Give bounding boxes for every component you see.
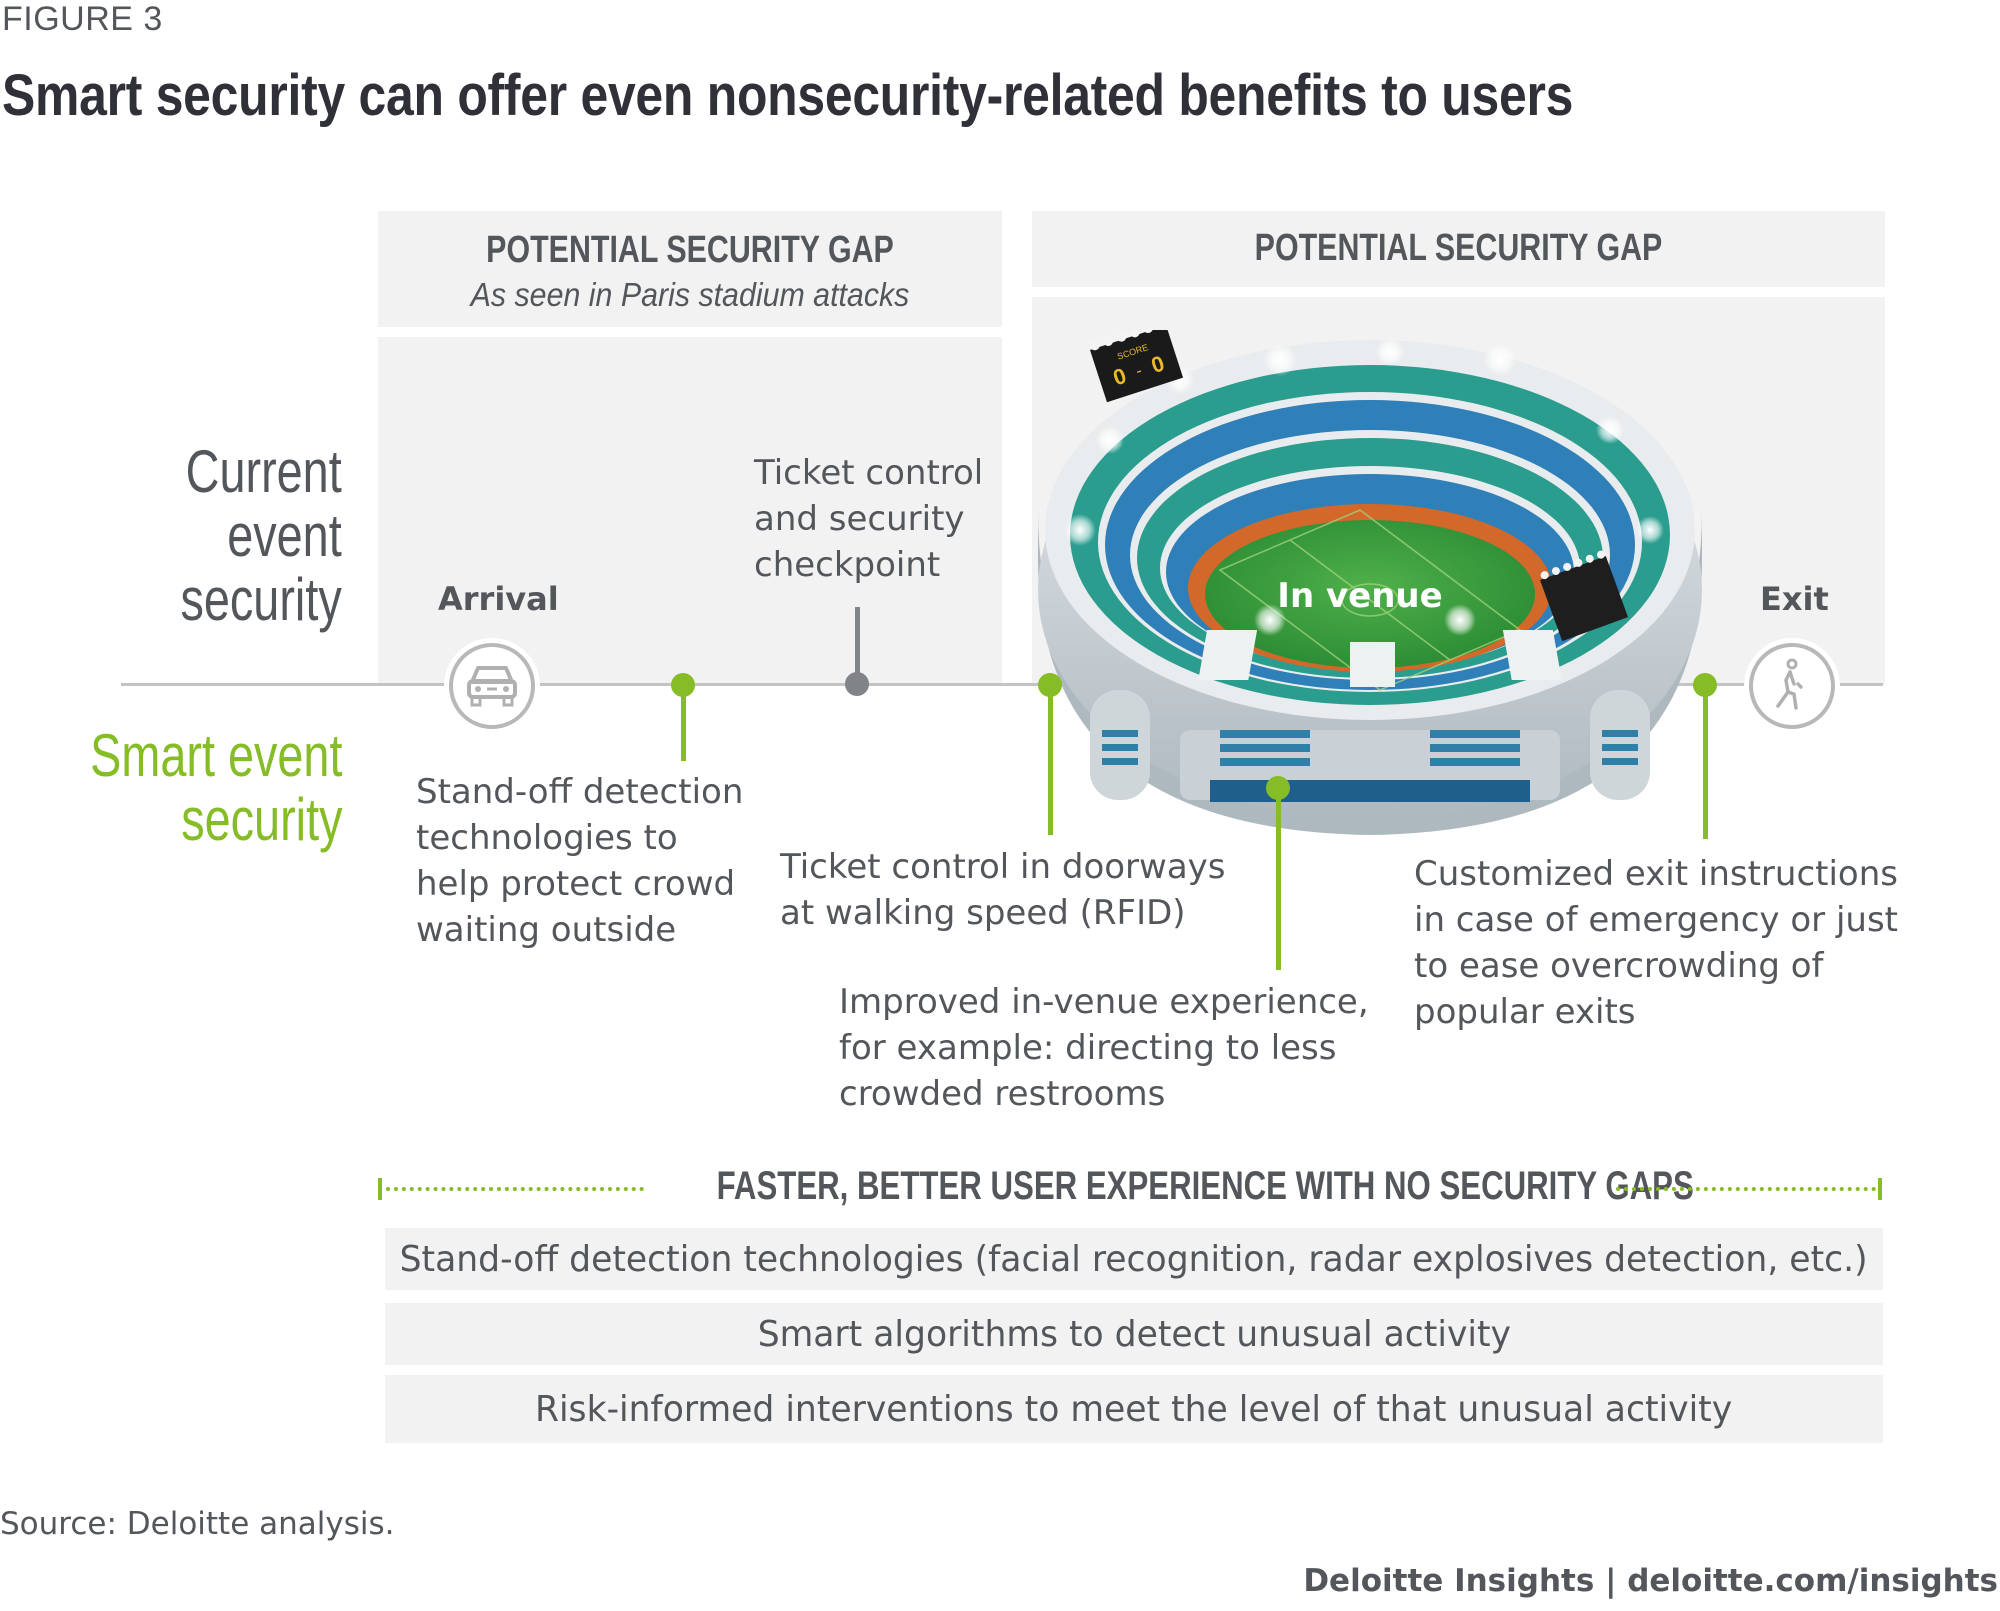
banner-dotted-rule-left bbox=[386, 1187, 644, 1191]
capability-bar-2: Smart algorithms to detect unusual activ… bbox=[385, 1303, 1883, 1365]
text-line: Improved in-venue experience, bbox=[839, 982, 1369, 1022]
smart-point-text-3: Improved in-venue experience, for exampl… bbox=[839, 979, 1369, 1117]
text-line: to ease overcrowding of bbox=[1414, 946, 1824, 986]
smart-point-text-4: Customized exit instructions in case of … bbox=[1414, 851, 1898, 1035]
banner-heading: FASTER, BETTER USER EXPERIENCE WITH NO S… bbox=[716, 1164, 1694, 1208]
video-screen bbox=[1540, 550, 1629, 642]
banner-endcap-right bbox=[1878, 1178, 1882, 1200]
banner-endcap-left bbox=[378, 1178, 382, 1200]
capability-text: Risk-informed interventions to meet the … bbox=[535, 1388, 1733, 1430]
checkpoint-marker bbox=[845, 672, 869, 696]
text-line: Ticket control bbox=[754, 453, 984, 493]
text-line: at walking speed (RFID) bbox=[780, 893, 1186, 933]
gap-heading-right: POTENTIAL SECURITY GAP bbox=[1254, 227, 1663, 269]
smart-point-connector-3 bbox=[1276, 788, 1281, 970]
gap-zone-left bbox=[378, 337, 1002, 684]
capability-bar-3: Risk-informed interventions to meet the … bbox=[385, 1375, 1883, 1443]
smart-point-connector-2 bbox=[1048, 685, 1053, 835]
text-line: crowded restrooms bbox=[839, 1074, 1166, 1114]
text-line: checkpoint bbox=[754, 545, 941, 585]
smart-point-text-2: Ticket control in doorways at walking sp… bbox=[780, 844, 1226, 936]
gap-header-left: POTENTIAL SECURITY GAP As seen in Paris … bbox=[378, 211, 1002, 327]
text-line: popular exits bbox=[1414, 992, 1636, 1032]
in-venue-label: In venue bbox=[1277, 576, 1442, 616]
current-label-line: Current bbox=[185, 438, 342, 505]
journey-timeline bbox=[121, 683, 1883, 686]
gap-heading-left: POTENTIAL SECURITY GAP bbox=[486, 229, 894, 271]
figure-label: FIGURE 3 bbox=[2, 0, 163, 38]
current-label-line: security bbox=[180, 566, 342, 633]
capability-text: Stand-off detection technologies (facial… bbox=[399, 1238, 1869, 1280]
text-line: and security bbox=[754, 499, 965, 539]
smart-point-connector-1 bbox=[681, 685, 686, 761]
checkpoint-connector bbox=[855, 607, 860, 683]
capability-bar-1: Stand-off detection technologies (facial… bbox=[385, 1228, 1883, 1290]
text-line: waiting outside bbox=[416, 910, 677, 950]
score-separator: - bbox=[1134, 362, 1144, 380]
text-line: Ticket control in doorways bbox=[780, 847, 1226, 887]
capability-text: Smart algorithms to detect unusual activ… bbox=[757, 1313, 1511, 1355]
text-line: for example: directing to less bbox=[839, 1028, 1337, 1068]
smart-event-security-label: Smart event security bbox=[90, 724, 342, 852]
text-line: help protect crowd bbox=[416, 864, 736, 904]
arrival-label: Arrival bbox=[438, 580, 559, 618]
gap-header-right: POTENTIAL SECURITY GAP bbox=[1032, 211, 1885, 287]
banner-dotted-rule-right bbox=[1616, 1187, 1876, 1191]
walking-person-icon bbox=[1776, 658, 1803, 710]
smart-point-connector-4 bbox=[1703, 685, 1708, 839]
figure-title: Smart security can offer even nonsecurit… bbox=[2, 63, 1574, 128]
smart-label-line: Smart event bbox=[89, 722, 342, 789]
current-label-line: event bbox=[227, 502, 342, 569]
scoreboard: SCORE 0 - 0 bbox=[1089, 330, 1184, 403]
arrival-marker bbox=[449, 643, 535, 729]
current-event-security-label: Current event security bbox=[181, 440, 342, 632]
smart-point-text-1: Stand-off detection technologies to help… bbox=[416, 769, 743, 953]
source-note: Source: Deloitte analysis. bbox=[0, 1506, 395, 1542]
text-line: Customized exit instructions bbox=[1414, 854, 1898, 894]
stadium-illustration: SCORE 0 - 0 In venue bbox=[1038, 330, 1702, 835]
gap-subheading-left: As seen in Paris stadium attacks bbox=[470, 276, 910, 313]
exit-label: Exit bbox=[1760, 580, 1829, 618]
text-line: Stand-off detection bbox=[416, 772, 744, 812]
text-line: in case of emergency or just bbox=[1414, 900, 1898, 940]
text-line: technologies to bbox=[416, 818, 678, 858]
publisher-credit: Deloitte Insights | deloitte.com/insight… bbox=[1303, 1563, 1998, 1599]
smart-label-line: security bbox=[180, 786, 342, 853]
current-point-text-1: Ticket control and security checkpoint bbox=[754, 450, 983, 588]
exit-marker bbox=[1749, 643, 1835, 729]
car-icon bbox=[467, 666, 517, 707]
